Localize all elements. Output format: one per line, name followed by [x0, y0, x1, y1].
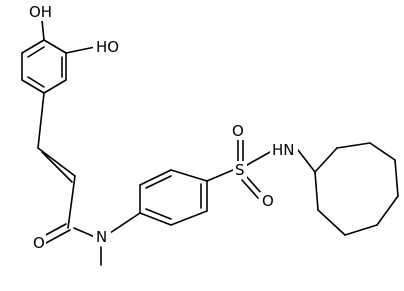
s-o-double-bond: [245, 175, 263, 195]
ring2-inner-bond: [145, 175, 172, 189]
ring3-bond: [369, 142, 396, 161]
ring2-bond: [170, 169, 208, 182]
ring2-bond: [139, 212, 172, 226]
label-oh-para: OH: [29, 3, 52, 21]
ring3-bond: [336, 142, 371, 149]
acyl-bond: [67, 175, 76, 229]
label-sulfonyl-oxygen-bottom: O: [262, 192, 274, 210]
n-cycloheptyl-bond: [297, 149, 316, 173]
ring3-bond: [314, 171, 319, 211]
ring3-bond: [376, 195, 399, 226]
carbonyl-double-bond: [45, 229, 71, 244]
ring3-bond: [344, 224, 378, 236]
label-amide-nitrogen: N: [96, 228, 107, 246]
oh-bond: [41, 19, 45, 41]
oh-bond: [65, 46, 96, 54]
ring1-inner-bond: [27, 76, 45, 88]
label-sulfonamide-nh: HN: [272, 141, 295, 159]
vinyl-double-bond: [37, 147, 76, 177]
label-carbonyl-oxygen: O: [33, 234, 45, 252]
s-o-double-bond: [241, 179, 259, 199]
n-aryl-bond: [109, 212, 141, 234]
vinyl-double-bond: [41, 151, 73, 183]
bond-lines: [21, 19, 399, 266]
s-n-bond: [246, 151, 271, 166]
ring3-bond: [394, 159, 399, 197]
ring2-inner-bond: [145, 208, 172, 220]
label-oh-meta: HO: [96, 38, 119, 56]
ring1-bond: [43, 39, 67, 54]
ring2-bond: [170, 210, 208, 226]
aryl-sulfur-bond: [206, 169, 234, 182]
ring3-bond: [314, 147, 338, 173]
ring3-bond: [317, 209, 346, 236]
ring1-bond: [21, 39, 45, 54]
ring1-bond: [21, 79, 45, 94]
atom-labels: OH HO O N O S O HN: [26, 3, 298, 252]
ring2-bond: [139, 169, 172, 186]
amide-bond: [73, 227, 96, 238]
label-sulfonyl-oxygen-top: O: [232, 122, 244, 140]
ring1-inner-bond: [27, 46, 45, 58]
vinyl-bond: [37, 92, 45, 149]
label-sulfur: S: [235, 161, 245, 179]
ring1-bond: [43, 79, 67, 94]
